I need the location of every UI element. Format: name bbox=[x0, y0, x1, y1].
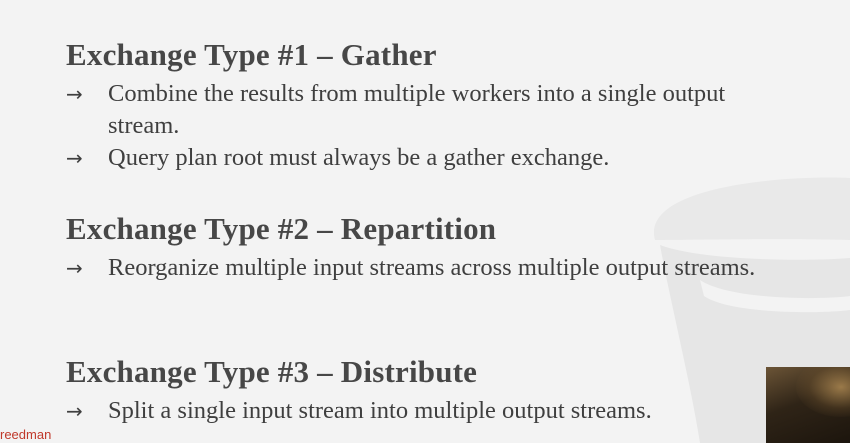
section-gather: Exchange Type #1 – Gather → Combine the … bbox=[66, 38, 796, 174]
bullet-list: → Combine the results from multiple work… bbox=[66, 78, 796, 174]
bullet-item: → Combine the results from multiple work… bbox=[66, 78, 796, 142]
bullet-text: Reorganize multiple input streams across… bbox=[108, 254, 756, 281]
bullet-text: Query plan root must always be a gather … bbox=[108, 144, 610, 171]
section-heading: Exchange Type #3 – Distribute bbox=[66, 354, 478, 389]
arrow-icon: → bbox=[66, 146, 83, 170]
footer-watermark: reedman bbox=[0, 427, 52, 442]
section-heading: Exchange Type #1 – Gather bbox=[66, 37, 437, 72]
bullet-item: → Reorganize multiple input streams acro… bbox=[66, 252, 796, 284]
bullet-text: Combine the results from multiple worker… bbox=[108, 80, 726, 139]
bullet-text: Split a single input stream into multipl… bbox=[108, 397, 652, 424]
section-distribute: Exchange Type #3 – Distribute → Split a … bbox=[66, 355, 796, 427]
arrow-icon: → bbox=[66, 256, 83, 280]
section-heading: Exchange Type #2 – Repartition bbox=[66, 211, 497, 246]
section-repartition: Exchange Type #2 – Repartition → Reorgan… bbox=[66, 212, 796, 284]
bullet-item: → Query plan root must always be a gathe… bbox=[66, 142, 796, 174]
bullet-item: → Split a single input stream into multi… bbox=[66, 395, 796, 427]
bullet-list: → Reorganize multiple input streams acro… bbox=[66, 252, 796, 284]
arrow-icon: → bbox=[66, 82, 83, 106]
video-thumbnail bbox=[766, 367, 850, 443]
video-glow bbox=[796, 367, 850, 417]
bullet-list: → Split a single input stream into multi… bbox=[66, 395, 796, 427]
arrow-icon: → bbox=[66, 399, 83, 423]
